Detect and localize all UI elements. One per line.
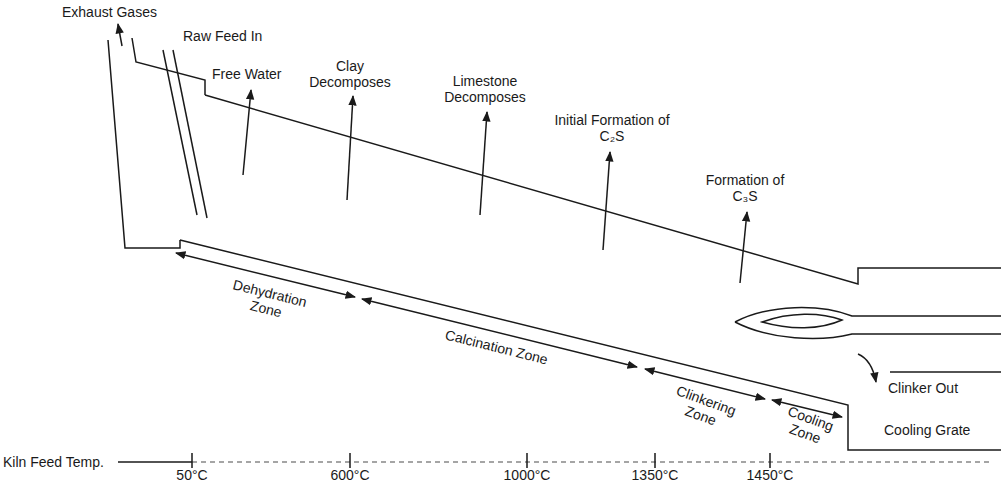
reaction-label: Clay Decomposes xyxy=(305,58,395,90)
zone-label: Cooling Zone xyxy=(774,401,841,452)
zone-label: Calcination Zone xyxy=(444,327,550,368)
outlet-label: Clinker Out xyxy=(888,380,958,396)
scale-tick xyxy=(192,453,770,468)
reaction-arrow xyxy=(480,112,487,215)
reaction-label: Initial Formation of C₂S xyxy=(552,112,672,144)
reaction-arrow xyxy=(243,90,251,175)
burner-flame xyxy=(735,308,1001,322)
reaction-label: Formation of C₃S xyxy=(698,172,793,204)
temperature-label: 50°C xyxy=(176,468,207,483)
scale-title: Kiln Feed Temp. xyxy=(3,454,104,470)
temperature-label: 1450°C xyxy=(747,468,794,483)
clinker-arrow xyxy=(858,354,876,382)
zone-label: Dehydration Zone xyxy=(220,275,315,328)
temperature-label: 600°C xyxy=(330,468,369,483)
outlet-label: Cooling Grate xyxy=(884,422,970,438)
reaction-arrow xyxy=(347,96,353,200)
temperature-label: 1000°C xyxy=(504,468,551,483)
temperature-label: 1350°C xyxy=(632,468,679,483)
feed-pipe xyxy=(163,50,197,215)
zone-label: Clinkering Zone xyxy=(662,380,743,436)
chamber-wall xyxy=(132,38,205,95)
heading-label: Exhaust Gases xyxy=(62,4,157,20)
scale-line xyxy=(192,461,990,463)
reaction-arrow xyxy=(603,152,610,250)
reaction-arrow xyxy=(740,212,747,283)
zone-dimension xyxy=(362,299,637,367)
reaction-label: Free Water xyxy=(212,66,282,82)
kiln-lower-wall xyxy=(180,240,1001,450)
grate-housing xyxy=(890,371,1001,373)
exhaust-arrow xyxy=(118,24,122,46)
scale-line xyxy=(118,461,192,463)
feed-pipe xyxy=(173,50,207,218)
kiln-upper-wall xyxy=(205,95,1001,284)
feed-label: Raw Feed In xyxy=(183,28,262,44)
reaction-label: Limestone Decomposes xyxy=(435,73,535,105)
burner-flame-core xyxy=(762,314,842,328)
